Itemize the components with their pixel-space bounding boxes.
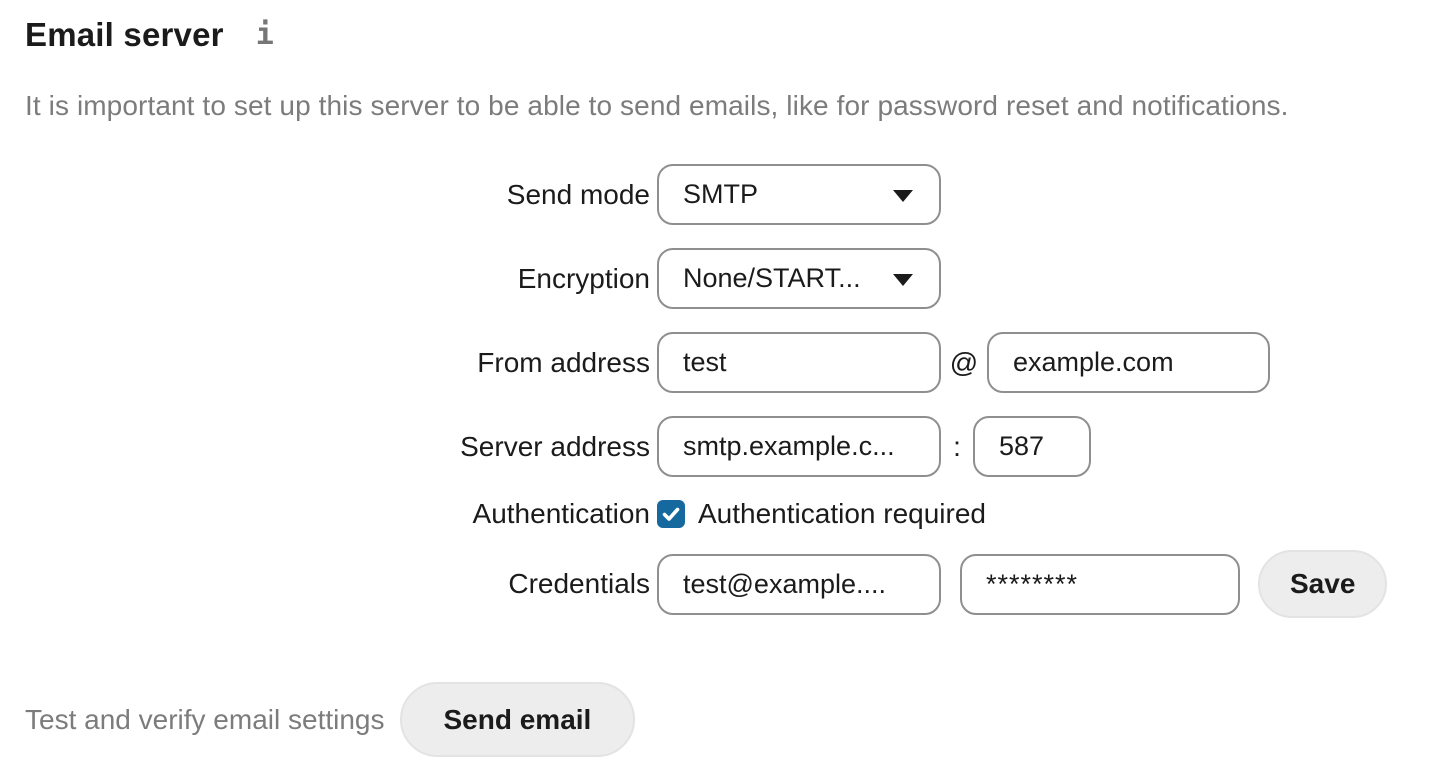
email-server-settings-panel: Email server i It is important to set up… [25,16,1448,757]
credentials-row: Credentials Save [25,550,1448,618]
credentials-username-input[interactable] [657,553,941,615]
encryption-row: Encryption None/START... [25,248,1448,309]
server-address-row: Server address : [25,416,1448,477]
server-address-host-input[interactable] [657,416,941,477]
authentication-row: Authentication Authentication required [25,497,1448,531]
email-server-form: Send mode SMTP Encryption None/START... … [25,164,1448,618]
send-mode-selected-value: SMTP [683,179,759,209]
chevron-down-icon [893,273,913,286]
server-address-label: Server address [460,430,650,462]
credentials-password-input[interactable] [960,553,1240,615]
from-address-label: From address [477,346,650,378]
send-mode-select[interactable]: SMTP [657,164,941,225]
send-mode-row: Send mode SMTP [25,164,1448,225]
from-address-domain-input[interactable] [987,332,1270,393]
save-button[interactable]: Save [1258,550,1388,618]
send-email-button[interactable]: Send email [399,682,636,757]
encryption-selected-value: None/START... [683,263,861,293]
send-mode-label: Send mode [506,178,650,210]
authentication-required-checkbox[interactable] [657,500,685,528]
colon-separator: : [953,430,961,462]
info-icon[interactable]: i [255,17,274,52]
test-email-label: Test and verify email settings [25,703,385,735]
chevron-down-icon [893,189,913,202]
from-address-row: From address @ [25,332,1448,393]
at-separator: @ [949,346,979,378]
encryption-label: Encryption [517,262,650,294]
header: Email server i [25,16,1448,54]
credentials-label: Credentials [508,568,650,599]
page-title: Email server [25,16,224,53]
test-email-section: Test and verify email settings Send emai… [25,682,1448,757]
description-text: It is important to set up this server to… [25,90,1289,121]
from-address-local-input[interactable] [657,332,941,393]
encryption-select[interactable]: None/START... [657,248,941,309]
server-port-input[interactable] [973,416,1091,477]
authentication-required-label[interactable]: Authentication required [698,498,986,529]
authentication-label: Authentication [472,498,650,529]
checkmark-icon [662,507,680,521]
